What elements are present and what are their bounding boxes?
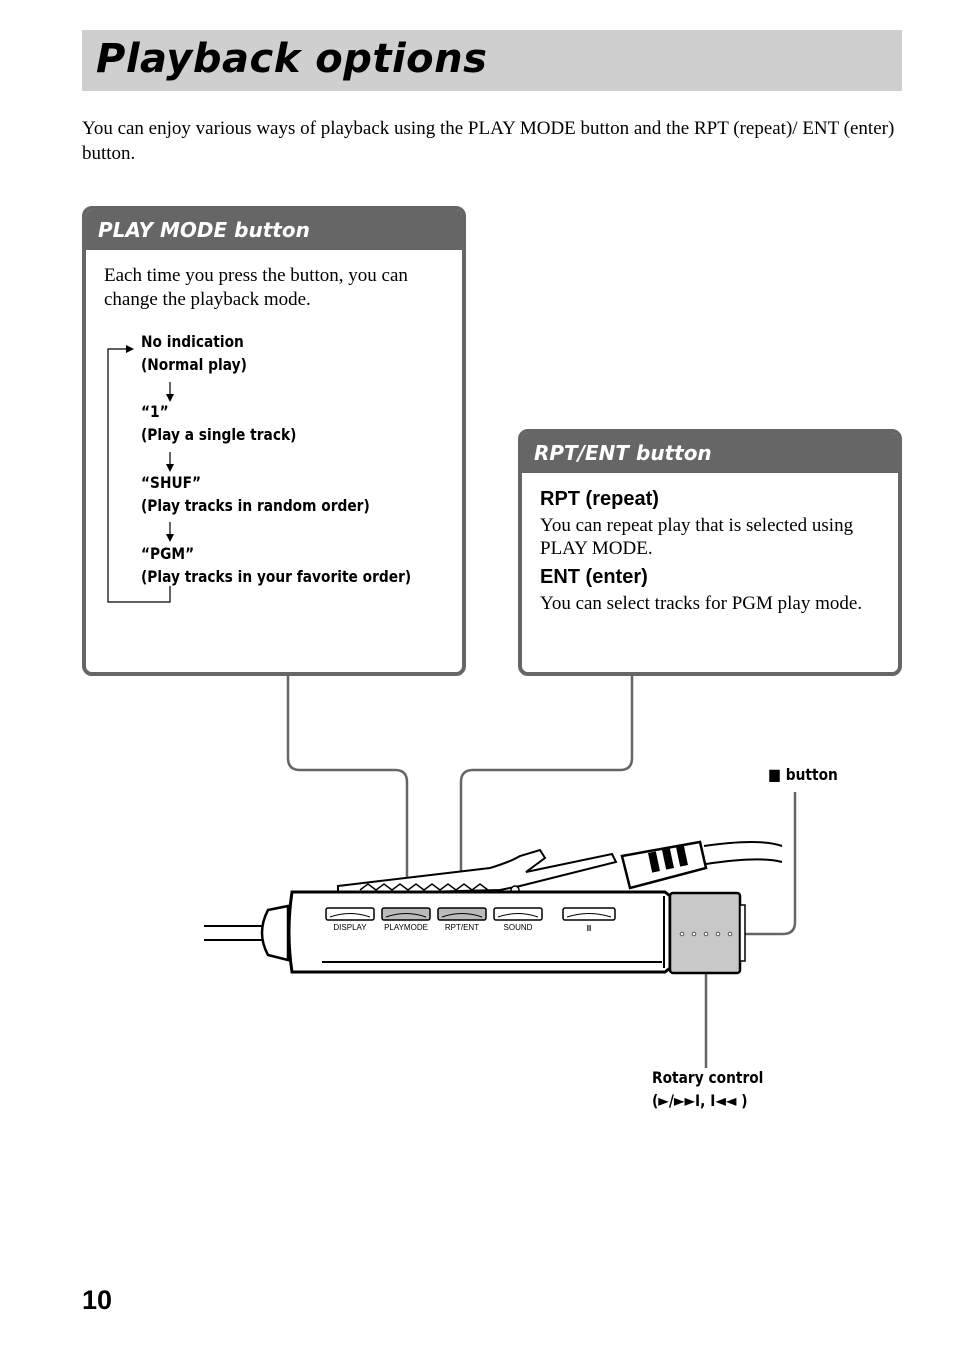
- belt-clip: [337, 848, 618, 896]
- sound-button-label: SOUND: [504, 923, 533, 932]
- intro-text: You can enjoy various ways of playback u…: [82, 118, 895, 164]
- stop-button-callout: ■ button: [768, 765, 838, 784]
- plug-grip: [648, 845, 688, 873]
- sound-button: [493, 907, 543, 921]
- headphone-cable: [703, 841, 783, 847]
- rpt-ent-connector: [459, 676, 634, 912]
- indicator-led: [510, 885, 520, 895]
- mode-arrowhead-3: [166, 534, 174, 542]
- mode-shuf-label: “SHUF”: [141, 473, 202, 492]
- playmode-button: [381, 907, 431, 921]
- remote-body: [287, 890, 672, 974]
- clip-teeth: [359, 883, 489, 891]
- headphone-cable-2: [705, 858, 783, 865]
- loop-arrowhead: [126, 345, 134, 353]
- rotary-dots: [679, 931, 733, 937]
- pause-button: [562, 907, 616, 921]
- left-end-cap: [260, 904, 290, 962]
- play-mode-connector: [286, 676, 409, 912]
- rotary-control: [668, 891, 742, 975]
- title-bar: Playback options: [82, 30, 902, 91]
- ent-title: ENT (enter): [540, 566, 648, 588]
- rotary-callout-line1: Rotary control: [652, 1068, 764, 1087]
- rpt-description: You can repeat play that is selected usi…: [540, 515, 854, 559]
- rotary-callout-line2: (►/►►I, I◄◄ ): [652, 1091, 748, 1110]
- plug: [620, 840, 708, 890]
- play-mode-heading: PLAY MODE button: [86, 210, 462, 250]
- mode-pgm-label: “PGM”: [141, 544, 195, 563]
- rotary-cap: [739, 904, 746, 962]
- mode-normal-label: No indication: [141, 332, 244, 351]
- play-mode-box: PLAY MODE button Each time you press the…: [82, 206, 466, 676]
- play-mode-description: Each time you press the button, you can …: [104, 265, 408, 310]
- rpt-ent-heading: RPT/ENT button: [522, 433, 898, 473]
- page-title: Playback options: [96, 36, 488, 82]
- mode-single: “1” (Play a single track): [141, 400, 296, 446]
- mode-shuf-desc: (Play tracks in random order): [141, 496, 370, 515]
- rpt-ent-button-label: RPT/ENT: [445, 923, 479, 932]
- display-button: [325, 907, 375, 921]
- mode-single-label: “1”: [141, 402, 169, 421]
- mode-shuf: “SHUF” (Play tracks in random order): [141, 471, 370, 517]
- mode-single-desc: (Play a single track): [141, 425, 297, 444]
- ent-description: You can select tracks for PGM play mode.: [540, 593, 863, 614]
- display-button-label: DISPLAY: [333, 923, 367, 932]
- mode-normal: No indication (Normal play): [141, 330, 247, 376]
- page-number: 10: [82, 1285, 113, 1315]
- mode-pgm-desc: (Play tracks in your favorite order): [141, 567, 412, 586]
- stop-button-leader: [742, 792, 797, 936]
- rotary-leader-dot: [703, 949, 709, 955]
- rotary-control-callout: Rotary control (►/►►I, I◄◄ ): [652, 1066, 763, 1112]
- mode-normal-desc: (Normal play): [141, 355, 247, 374]
- pause-symbol: II: [587, 924, 591, 933]
- rpt-title: RPT (repeat): [540, 488, 659, 510]
- rpt-ent-button: [437, 907, 487, 921]
- playmode-button-label: PLAYMODE: [384, 923, 428, 932]
- rpt-ent-box: RPT/ENT button RPT (repeat) You can repe…: [518, 429, 902, 676]
- mode-pgm: “PGM” (Play tracks in your favorite orde…: [141, 542, 411, 588]
